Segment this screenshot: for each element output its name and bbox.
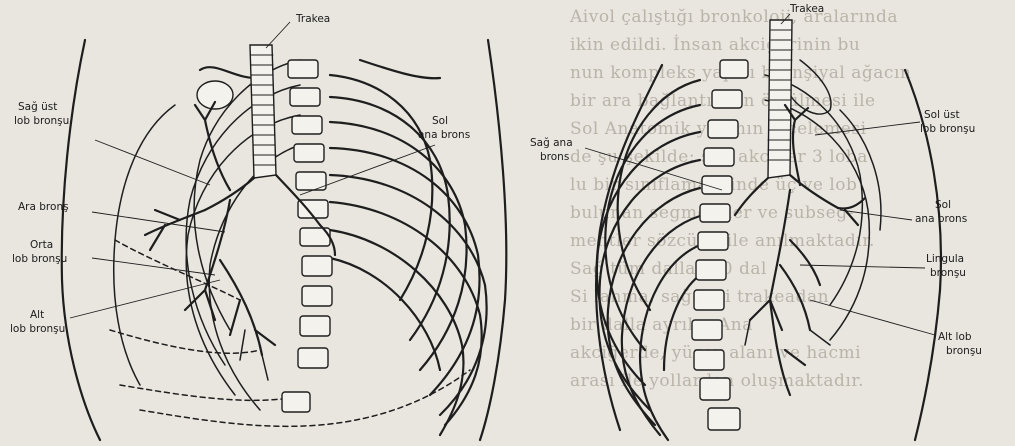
label-sol-ana-right-line2: ana brons <box>915 213 967 225</box>
left-body-outline <box>62 40 100 440</box>
label-orta-line1: Orta <box>30 239 53 251</box>
label-trakea-left: Trakea <box>295 13 330 25</box>
label-sag-ana-line1: Sağ ana <box>530 137 573 149</box>
clavicle-right <box>360 60 440 78</box>
trachea-left <box>250 45 276 178</box>
vertebrae-left <box>282 60 332 412</box>
label-sol-ust-line2: lob bronşu <box>920 123 975 135</box>
label-alt-lob-line1: Alt lob <box>938 331 972 343</box>
bg-line: ikin edildi. İnsan akciğerinin bu <box>570 34 860 55</box>
label-sag-ust-line1: Sağ üst <box>18 101 57 113</box>
label-trakea-right: Trakea <box>789 3 824 15</box>
shoulder-joint <box>197 81 233 109</box>
label-alt-lob-line2: bronşu <box>946 345 982 357</box>
label-sol-ust-line1: Sol üst <box>924 109 960 121</box>
label-ara-brons: Ara bronş <box>18 201 69 213</box>
label-sag-ust-line2: lob bronşu <box>14 115 69 127</box>
label-alt-line2: lob bronşu <box>10 323 65 335</box>
trachea-right <box>768 20 792 178</box>
label-sol-ana-line1: Sol <box>432 115 448 127</box>
label-alt-line1: Alt <box>30 309 44 321</box>
label-sol-ana-right-line1: Sol <box>935 199 951 211</box>
label-lingula-line2: bronşu <box>930 267 966 279</box>
label-lingula-line1: Lingula <box>926 253 964 265</box>
left-anterior-figure: Trakea Sağ üst lob bronşu Sol ana brons … <box>10 13 506 440</box>
label-orta-line2: lob bronşu <box>12 253 67 265</box>
right-body-outline <box>480 40 506 440</box>
label-sag-ana-line2: brons <box>540 151 569 163</box>
label-sol-ana-line2: ana brons <box>418 129 470 141</box>
bg-line: Aivol çalıştığı bronkoloji, aralarında <box>569 7 898 27</box>
